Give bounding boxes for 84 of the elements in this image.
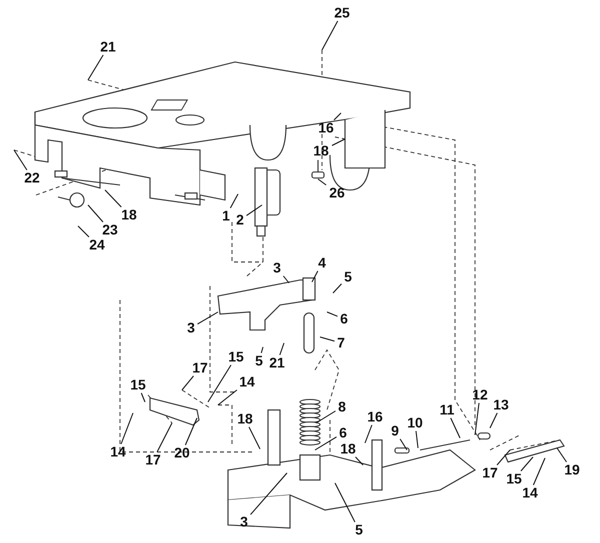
leader-line [182,376,194,390]
leader-line [230,194,238,208]
callout-number: 8 [338,400,346,414]
callout-number: 5 [355,522,363,538]
callout-number: 17 [145,452,161,468]
leader-line [140,392,146,402]
leader-line [496,450,510,466]
callout-number: 11 [440,402,454,418]
callout-number: 5 [255,354,263,368]
callout-number: 5 [344,270,352,284]
leader-line [334,112,342,120]
leader-line [474,402,480,436]
callout-number: 17 [192,360,208,376]
leader-line [316,410,336,424]
leader-line [88,204,104,222]
callout-number: 23 [102,222,118,238]
callout-number: 6 [340,312,348,326]
leader-line [450,418,460,438]
leader-line [364,424,372,444]
callout-number: 15 [506,472,522,486]
leader-line [218,390,238,406]
callout-number: 7 [337,336,345,350]
callout-number: 20 [174,446,190,460]
leader-line [312,270,318,282]
callout-number: 21 [269,356,285,370]
callout-number: 1 [222,208,230,224]
callout-number: 4 [318,256,326,270]
leader-line [322,20,338,50]
leader-line [332,138,346,146]
leader-line [246,204,262,216]
callout-number: 12 [472,388,488,402]
leader-line [326,312,338,317]
callout-number: 14 [522,486,538,500]
leader-line [120,412,134,444]
leader-line [355,456,364,466]
callout-number: 25 [334,6,350,20]
leader-line [520,456,534,472]
callout-number: 3 [273,260,281,276]
leader-line [279,342,284,356]
callout-number: 3 [187,320,195,336]
callout-number: 3 [240,514,248,530]
leader-line [197,312,218,325]
leader-line [320,336,335,342]
leader-line [78,226,90,238]
leader-line [556,448,567,462]
leader-line [416,430,418,448]
callout-number: 13 [493,398,509,412]
callout-number: 22 [24,170,40,186]
callout-number: 6 [339,426,347,440]
leader-line [260,346,264,354]
leader-line [208,364,232,402]
callout-number: 18 [121,208,137,222]
leader-line [104,190,122,208]
callout-number: 15 [130,378,146,392]
callout-number: 2 [236,212,244,228]
leader-line [334,482,356,522]
callout-number: 21 [100,40,116,54]
callout-number: 10 [407,416,423,430]
leader-line [14,150,28,170]
leader-line [88,54,104,80]
callout-number: 24 [89,238,105,252]
callout-number: 15 [228,350,244,364]
leader-line [184,418,198,446]
callout-number: 18 [313,144,329,158]
leader-line [490,412,498,428]
callout-number: 18 [237,412,253,426]
callout-number: 14 [239,374,255,390]
leader-line [250,472,288,516]
callout-number: 16 [367,410,383,424]
leader-line [248,426,260,450]
leader-line [400,438,408,450]
leader-line [314,436,337,450]
callout-number: 19 [564,462,580,478]
callout-number: 26 [329,186,345,200]
callout-number: 16 [318,120,334,136]
callout-number: 18 [340,442,356,456]
callout-number: 14 [110,444,126,460]
callout-number: 9 [391,424,399,438]
leader-line [532,458,546,486]
leader-line [156,422,172,452]
callout-number: 17 [482,466,498,480]
leader-line [332,283,342,294]
leader-line [318,178,327,186]
leader-line [282,276,290,284]
